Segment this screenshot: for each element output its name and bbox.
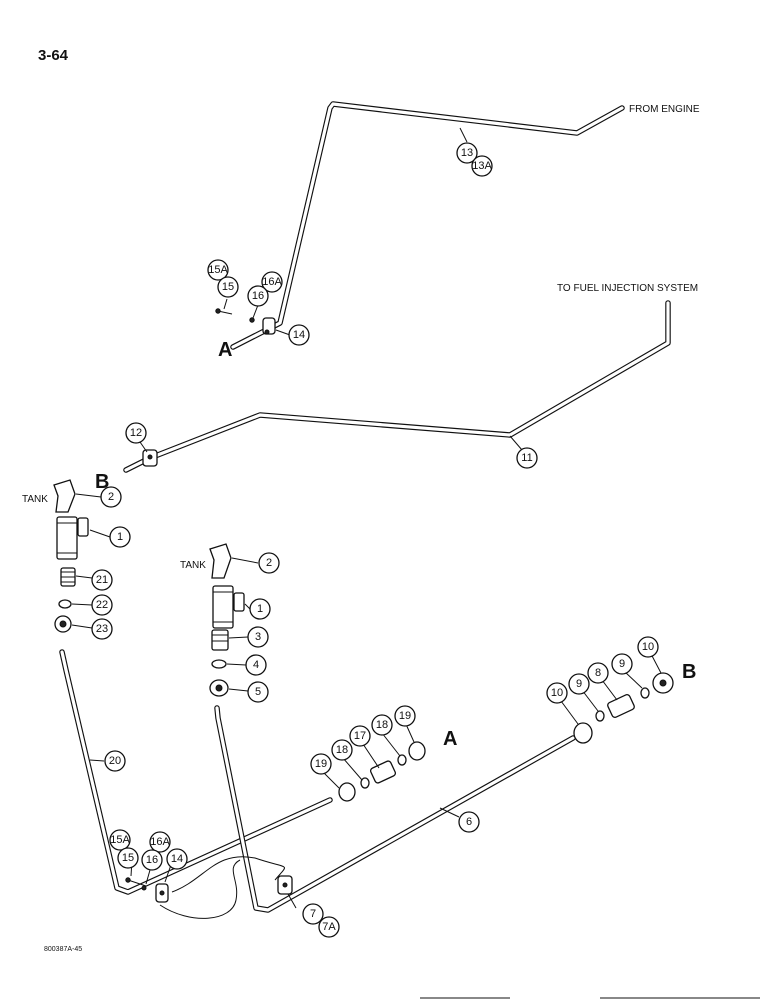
callout-16a-bottom: 16A	[149, 831, 171, 853]
callout-14-top: 14	[288, 324, 310, 346]
fittings-8-9-10	[573, 672, 674, 744]
to-fuel-injection-label: TO FUEL INJECTION SYSTEM	[557, 283, 698, 294]
svg-text:14: 14	[171, 853, 183, 865]
svg-text:22: 22	[96, 599, 108, 611]
svg-text:13: 13	[461, 147, 473, 159]
svg-text:5: 5	[255, 686, 261, 698]
callout-13: 13	[456, 142, 478, 164]
svg-text:16A: 16A	[150, 836, 170, 848]
callout-1-left: 1	[109, 526, 131, 548]
svg-text:9: 9	[619, 658, 625, 670]
callout-18-upper: 18	[371, 714, 393, 736]
callout-4: 4	[245, 654, 267, 676]
clamp-14-upper	[215, 308, 276, 335]
page-number: 3-64	[38, 47, 69, 64]
callout-12: 12	[125, 422, 147, 444]
callout-15a-bottom: 15A	[109, 829, 131, 851]
callout-8: 8	[587, 662, 609, 684]
connection-a-middle: A	[443, 728, 457, 750]
callout-15-top: 15	[217, 276, 239, 298]
svg-text:2: 2	[108, 491, 114, 503]
callout-7a: 7A	[318, 916, 340, 938]
connection-b-right: B	[682, 661, 696, 683]
svg-text:20: 20	[109, 755, 121, 767]
callout-16-bottom: 16	[141, 849, 163, 871]
svg-text:15: 15	[122, 852, 134, 864]
callout-15a-top: 15A	[207, 259, 229, 281]
callout-1-middle: 1	[249, 598, 271, 620]
svg-text:15A: 15A	[208, 264, 228, 276]
svg-text:19: 19	[399, 710, 411, 722]
svg-text:2: 2	[266, 557, 272, 569]
callout-20: 20	[104, 750, 126, 772]
svg-text:23: 23	[96, 623, 108, 635]
connection-a-top: A	[218, 339, 232, 361]
svg-text:17: 17	[354, 730, 366, 742]
callout-3: 3	[247, 626, 269, 648]
svg-text:14: 14	[293, 329, 305, 341]
svg-text:16: 16	[252, 290, 264, 302]
fuel-tubes	[59, 101, 671, 919]
callout-16a-top: 16A	[261, 271, 283, 293]
tank-label-middle: TANK	[180, 560, 206, 571]
callout-13a: 13A	[471, 155, 493, 177]
svg-text:21: 21	[96, 574, 108, 586]
callout-22: 22	[91, 594, 113, 616]
callout-9-left: 9	[568, 673, 590, 695]
tank-label-left: TANK	[22, 494, 48, 505]
svg-text:7: 7	[310, 908, 316, 920]
callout-17: 17	[349, 725, 371, 747]
svg-text:10: 10	[551, 687, 563, 699]
svg-text:15: 15	[222, 281, 234, 293]
connection-b-left: B	[95, 471, 109, 493]
svg-text:4: 4	[253, 659, 259, 671]
svg-text:18: 18	[376, 719, 388, 731]
callout-10-left: 10	[546, 682, 568, 704]
callout-11: 11	[516, 447, 538, 469]
callout-6: 6	[458, 811, 480, 833]
callout-10-right: 10	[637, 636, 659, 658]
callout-9-right: 9	[611, 653, 633, 675]
svg-text:10: 10	[642, 641, 654, 653]
svg-text:11: 11	[521, 452, 532, 464]
callout-23: 23	[91, 618, 113, 640]
callout-2-left: 2	[100, 486, 122, 508]
figure-reference: 800387A-45	[44, 946, 82, 953]
svg-text:6: 6	[466, 816, 472, 828]
callout-21: 21	[91, 569, 113, 591]
callout-2-middle: 2	[258, 552, 280, 574]
leader-lines	[71, 127, 662, 909]
lower-clamps	[125, 875, 293, 903]
svg-text:18: 18	[336, 744, 348, 756]
svg-text:9: 9	[576, 678, 582, 690]
left-tank-fittings	[53, 479, 89, 633]
middle-tank-fittings	[209, 543, 245, 697]
svg-text:7A: 7A	[322, 921, 336, 933]
svg-text:16: 16	[146, 854, 158, 866]
callout-19-upper: 19	[394, 705, 416, 727]
svg-text:16A: 16A	[262, 276, 282, 288]
callout-19-lower: 19	[310, 753, 332, 775]
svg-text:15A: 15A	[110, 834, 130, 846]
svg-text:12: 12	[130, 427, 142, 439]
callout-14-bottom: 14	[166, 848, 188, 870]
svg-text:1: 1	[117, 531, 123, 543]
clamp-12	[142, 449, 158, 467]
callout-5: 5	[247, 681, 269, 703]
callout-15-bottom: 15	[117, 847, 139, 869]
fittings-17-18-19	[338, 741, 426, 802]
svg-text:19: 19	[315, 758, 327, 770]
from-engine-label: FROM ENGINE	[629, 104, 700, 115]
svg-text:8: 8	[595, 667, 601, 679]
svg-text:1: 1	[257, 603, 263, 615]
callout-16-top: 16	[247, 285, 269, 307]
callout-7: 7	[302, 903, 324, 925]
svg-text:13A: 13A	[472, 160, 492, 172]
svg-text:3: 3	[255, 631, 261, 643]
callout-18-lower: 18	[331, 739, 353, 761]
